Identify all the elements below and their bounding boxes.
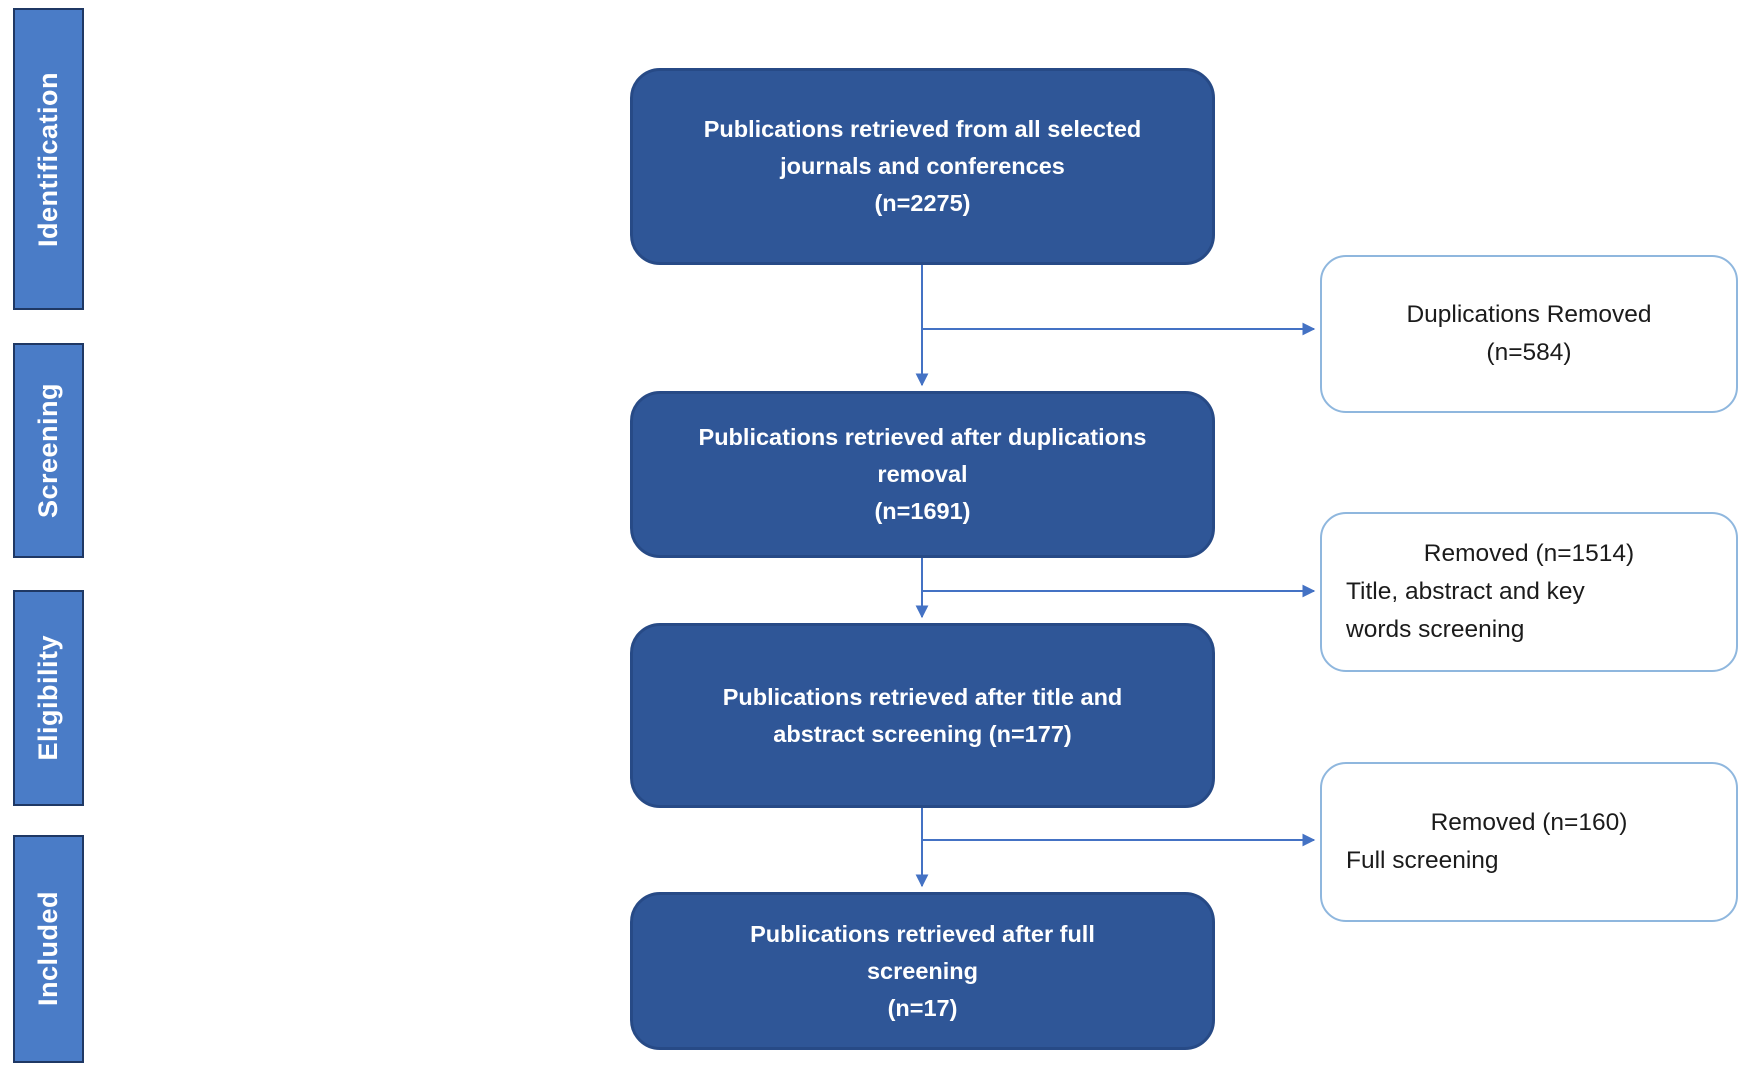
stage-bar-included: Included — [13, 835, 84, 1063]
stage-label-screening: Screening — [33, 382, 63, 519]
stage-label-included: Included — [33, 891, 63, 1007]
side-box-count: Removed (n=160) — [1430, 809, 1628, 836]
side-box-removed-title-abstract: Removed (n=1514) Title, abstract and key… — [1320, 512, 1738, 672]
flow-box-count: (n=1691) — [874, 498, 971, 524]
side-box-line: Duplications Removed — [1406, 301, 1652, 328]
flow-box-publications-retrieved-all: Publications retrieved from all selected… — [630, 68, 1215, 265]
flow-box-line: abstract screening (n=177) — [773, 720, 1072, 747]
flow-box-line: Publications retrieved from all selected — [703, 116, 1142, 142]
side-box-line: Title, abstract and key — [1346, 578, 1585, 605]
flow-box-line: Publications retrieved after full — [750, 920, 1095, 947]
stage-label-identification: Identification — [33, 71, 63, 247]
flow-box-after-duplications-removal: Publications retrieved after duplication… — [630, 391, 1215, 558]
stage-bar-eligibility: Eligibility — [13, 590, 84, 806]
flow-box-after-full-screening: Publications retrieved after full screen… — [630, 892, 1215, 1050]
side-box-duplications-removed: Duplications Removed (n=584) — [1320, 255, 1738, 413]
flow-box-count: (n=17) — [887, 994, 958, 1021]
side-box-removed-full-screening: Removed (n=160) Full screening — [1320, 762, 1738, 922]
stage-label-eligibility: Eligibility — [33, 635, 63, 761]
flow-box-line: journals and conferences — [780, 153, 1065, 179]
side-box-line: Full screening — [1346, 847, 1499, 874]
flow-box-line: screening — [866, 957, 979, 984]
side-box-line: words screening — [1346, 616, 1525, 643]
flow-box-count: (n=2275) — [874, 190, 971, 216]
stage-bar-identification: Identification — [13, 8, 84, 310]
stage-bar-screening: Screening — [13, 343, 84, 558]
flow-box-after-title-abstract-screening: Publications retrieved after title and a… — [630, 623, 1215, 808]
side-box-count: Removed (n=1514) — [1423, 540, 1635, 567]
flow-box-line: removal — [877, 461, 968, 487]
flow-box-line: Publications retrieved after title and — [722, 683, 1123, 710]
side-box-count: (n=584) — [1486, 339, 1572, 366]
flow-box-line: Publications retrieved after duplication… — [698, 424, 1147, 450]
